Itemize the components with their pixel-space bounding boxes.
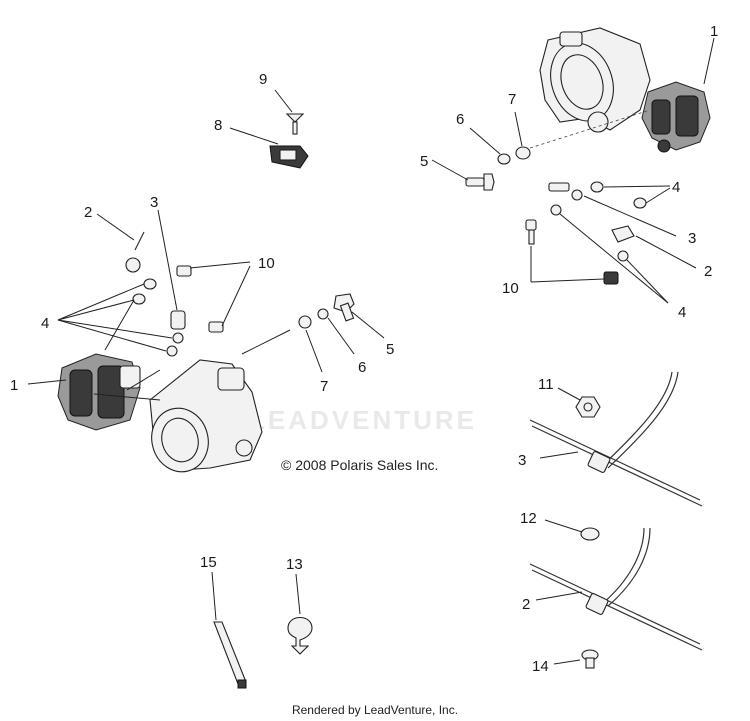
callout-numbers: 1 7 6 5 4 3 2 10 4 9 8 2 3 10 4 1 5 6 7 …: [10, 23, 718, 675]
nut-11: [575, 396, 601, 418]
screw-9: [285, 113, 305, 135]
fitting-3-left: [170, 310, 186, 330]
washer-4-a: [590, 181, 604, 193]
hose-2-left: [125, 231, 145, 273]
callout-r-nut11: 11: [538, 376, 554, 393]
fitting-3-top: [548, 182, 583, 201]
bolt-10-b: [603, 271, 619, 285]
bolt-10-top: [525, 219, 537, 245]
screw-14: [581, 649, 599, 669]
callout-tr-hose2: 2: [704, 263, 712, 280]
callout-l-fitting3: 3: [150, 194, 158, 211]
washer-7-top: [515, 146, 531, 160]
bolt-10-left-b: [208, 321, 224, 333]
callout-tr-bolt5: 5: [420, 153, 428, 170]
callout-tr-washer6: 6: [456, 111, 464, 128]
callout-r-cable2: 2: [522, 596, 530, 613]
callout-tr-fitting3: 3: [688, 230, 696, 247]
callout-r-screw14: 14: [532, 658, 549, 675]
clip-13: [287, 616, 313, 655]
pad-8: [269, 145, 309, 169]
callout-l-bolt10: 10: [258, 255, 275, 272]
washer-6-mid: [317, 308, 329, 320]
watermark-text: LEADVENTURE: [249, 405, 478, 435]
callout-tr-washer4-bot: 4: [678, 304, 686, 321]
washer-6-top: [497, 153, 511, 165]
washer-4-left-b: [132, 293, 146, 305]
washer-4-b: [633, 197, 647, 209]
caliper-left: [57, 353, 141, 431]
callout-tr-caliper: 1: [710, 23, 718, 40]
bolt-5-mid: [333, 293, 355, 322]
leader-lines: [27, 37, 715, 665]
washer-12: [580, 527, 600, 541]
callout-l-washer4: 4: [41, 315, 49, 332]
washer-4-c: [550, 204, 562, 216]
knuckle-top-right: [539, 27, 651, 133]
callout-m-bolt5: 5: [386, 341, 394, 358]
callout-l-caliper1: 1: [10, 377, 18, 394]
cable-assembly-3: [529, 371, 703, 507]
callout-m-washer7: 7: [320, 378, 328, 395]
callout-b-clip13: 13: [286, 556, 303, 573]
washer-4-left-c: [172, 332, 184, 344]
washer-4-left-d: [166, 345, 178, 357]
dashed-line-top: [529, 109, 651, 149]
caliper-top-right: [641, 81, 711, 153]
callout-tr-bolt10: 10: [502, 280, 519, 297]
callout-l-hose2: 2: [84, 204, 92, 221]
callout-r-washer12: 12: [520, 510, 537, 527]
washer-4-left-a: [143, 278, 157, 290]
callout-tr-washer7: 7: [508, 91, 516, 108]
cable-tie-15: [213, 621, 247, 689]
callout-top-screw9: 9: [259, 71, 267, 88]
bolt-5-top: [465, 173, 495, 191]
washer-4-d: [617, 250, 629, 262]
bolt-10-left-a: [176, 265, 192, 277]
footer-text: Rendered by LeadVenture, Inc.: [291, 703, 459, 717]
callout-m-washer6: 6: [358, 359, 366, 376]
knuckle-left: [149, 359, 263, 473]
hose-clip-2-top: [611, 225, 635, 243]
washer-7-mid: [298, 315, 312, 329]
callout-tr-washer4-top: 4: [672, 179, 680, 196]
cable-assembly-2: [529, 527, 703, 651]
callout-top-pad8: 8: [214, 117, 222, 134]
callout-b-tie15: 15: [200, 554, 217, 571]
copyright-text: © 2008 Polaris Sales Inc.: [281, 457, 439, 473]
callout-r-cable3: 3: [518, 452, 526, 469]
